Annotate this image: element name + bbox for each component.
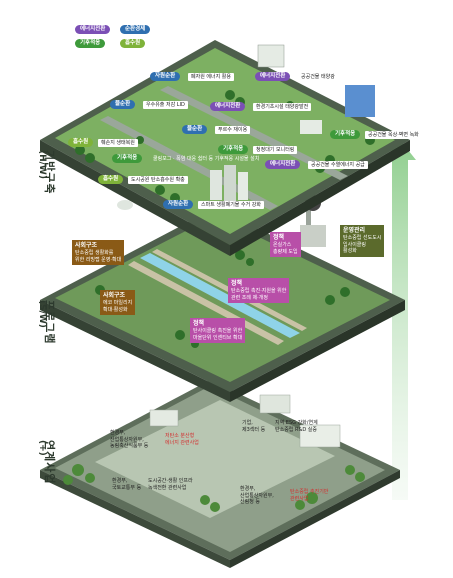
hw-tag: 공공건물 태양광	[298, 73, 338, 81]
hw-pill: 에너지전환	[210, 102, 246, 111]
plus-agency: 환경부,산업통상자원부,산림청 등	[240, 486, 274, 505]
hw-tag: 푸르수 재이용	[215, 126, 251, 134]
upward-flow-arrow	[384, 140, 416, 500]
legend-energy: 에너지전환	[75, 25, 111, 34]
hw-tag: 공공건물 수열에너지 공급	[308, 161, 368, 169]
hw-pill: 자원순환	[163, 200, 194, 209]
plus-trees	[63, 464, 365, 512]
hw-tag: 훼손지 생태복원	[98, 139, 138, 147]
legend-adaptation: 기후적응	[75, 39, 106, 48]
hw-tag: 폐자원 에너지 활용	[188, 73, 234, 81]
plus-agency: 환경부,산업통상자원부,농림축산식품부 등	[110, 430, 149, 449]
legend-circular: 순환경제	[120, 25, 151, 34]
hw-pill: 기후적응	[112, 154, 143, 163]
hw-pill: 자원순환	[150, 72, 181, 81]
hw-tag: 스마트 생활폐기물 수거 강화	[198, 201, 264, 209]
layer-plus-sub: (+)	[37, 440, 47, 456]
hw-pill: 기후적응	[330, 130, 361, 139]
plus-agency: 기업,제3섹터 등	[242, 420, 266, 433]
layer-hw-slab	[40, 40, 410, 256]
hw-tag: 청정대기 모니터링	[253, 146, 298, 154]
hw-pill: 에너지전환	[265, 160, 301, 169]
hw-pill: 물순환	[110, 100, 136, 109]
hw-tag: 환경기초시설 태양광발전	[253, 103, 312, 111]
hw-tag: 공공건물 옥상·벽면 녹화	[365, 131, 422, 139]
hw-pill: 물순환	[182, 125, 208, 134]
hw-buildings	[117, 44, 375, 210]
plus-facilities	[149, 394, 341, 448]
hw-tag: 우수유출 저감 LID	[143, 101, 188, 109]
hw-pill: 흡수원	[68, 138, 94, 147]
layer-plus-slab	[40, 380, 400, 568]
layer-sw-sub: (S/W)	[37, 300, 47, 328]
legend-sink: 흡수원	[120, 39, 146, 48]
hw-pill: 기후적응	[218, 145, 249, 154]
hw-tag: 도시공원 탄소흡수원 확충	[128, 176, 188, 184]
hw-tag: 쿨링포그 · 폭염 대응 쉼터 등 기후적응 시설물 설치	[153, 156, 260, 162]
plus-agency: 환경부,국토교통부 등	[112, 478, 142, 491]
hw-pill: 에너지전환	[255, 72, 291, 81]
layer-hw-sub: (H/W)	[37, 150, 47, 179]
hw-pill: 흡수원	[98, 175, 124, 184]
layer-sw-slab	[40, 208, 405, 402]
